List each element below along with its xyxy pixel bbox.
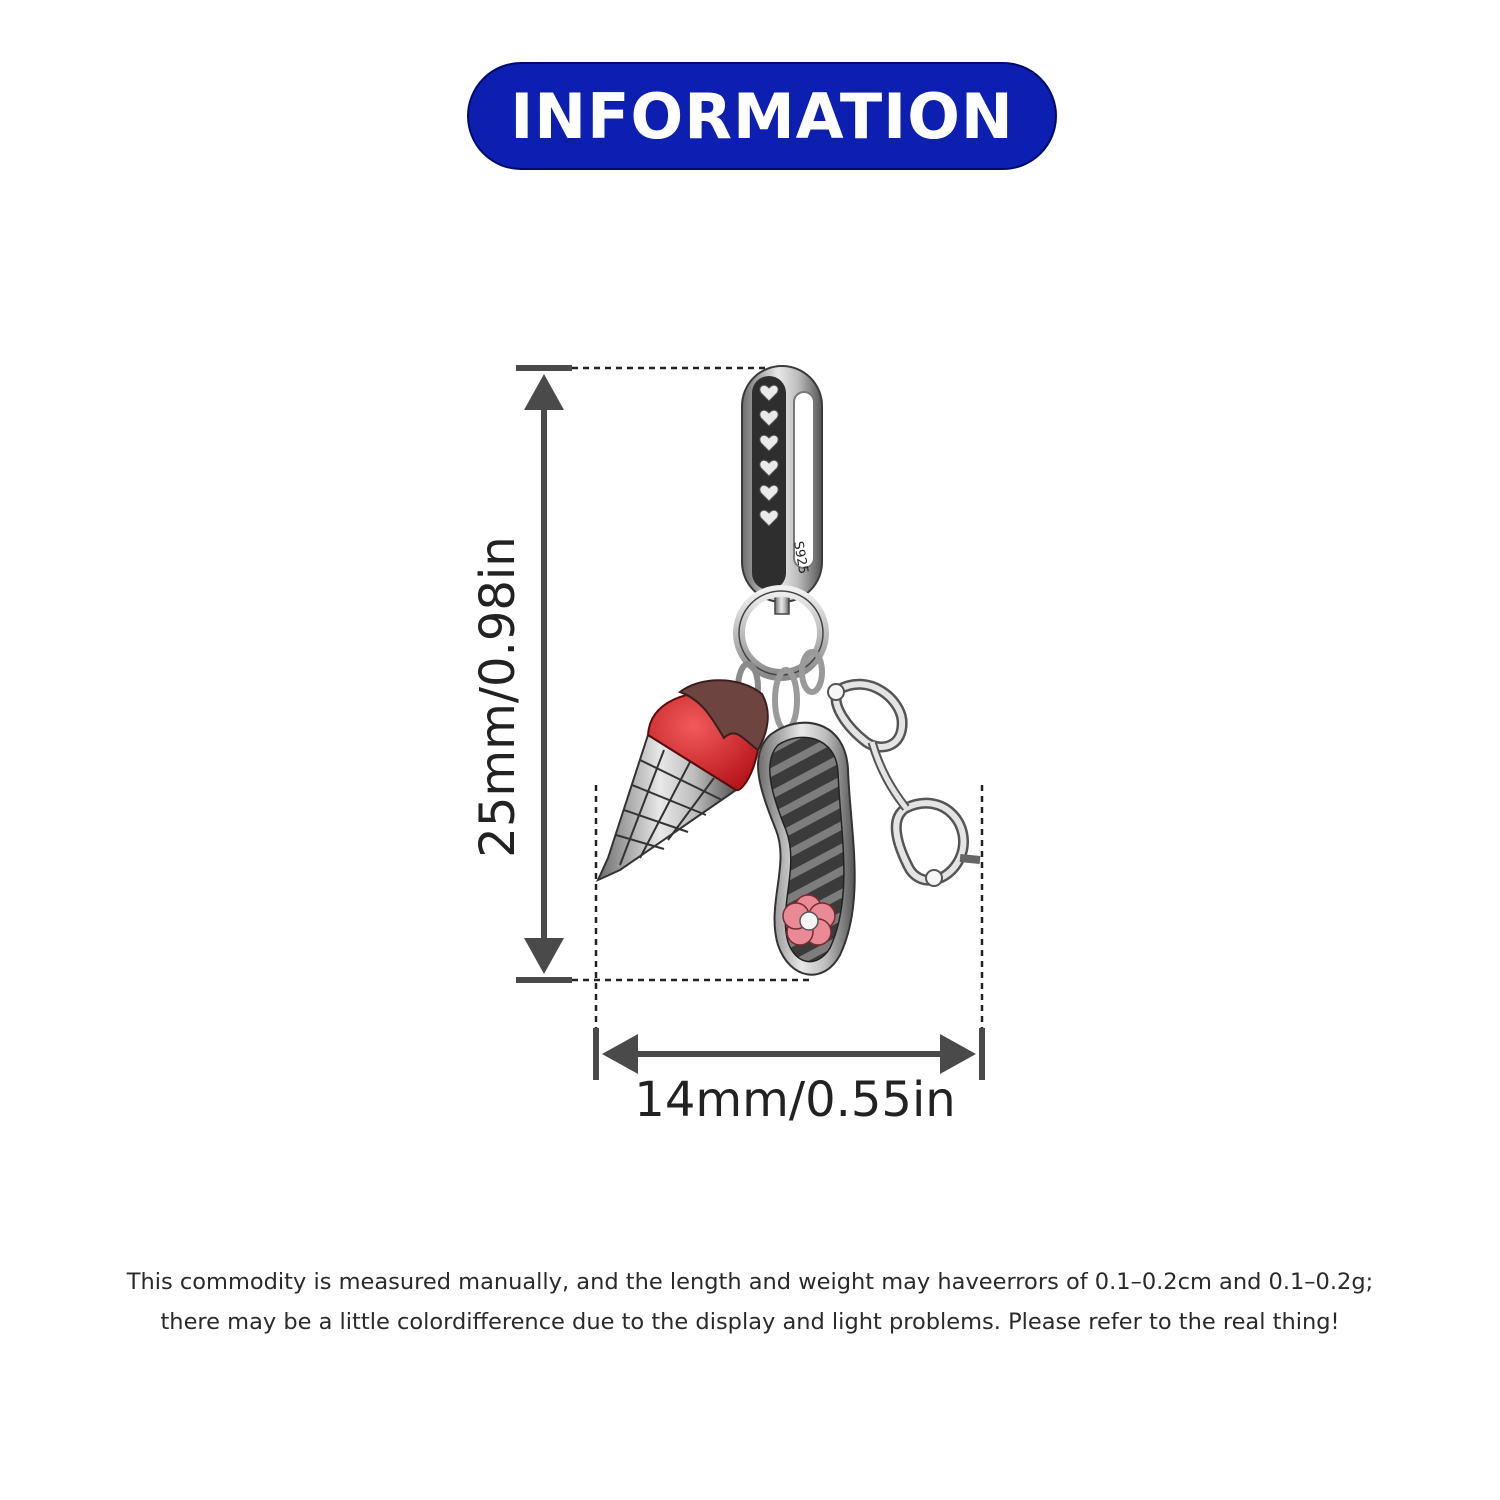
disclaimer-line-1: This commodity is measured manually, and… — [126, 1269, 1374, 1295]
width-arrow-head-left — [602, 1034, 638, 1074]
s925-stamp: S925 — [790, 540, 811, 575]
link-glasses — [799, 649, 825, 695]
width-arrow-head-right — [940, 1034, 976, 1074]
height-arrow-head-up — [524, 374, 564, 410]
sandal-icon — [757, 721, 856, 976]
disclaimer-line-2: there may be a little colordifference du… — [160, 1309, 1340, 1335]
width-label: 14mm/0.55in — [634, 1072, 956, 1128]
height-label-text: 25mm/0.98in — [470, 536, 526, 858]
charm-bail: S925 — [741, 365, 823, 603]
glasses-icon — [827, 678, 981, 887]
width-dimension — [593, 785, 985, 1080]
heart-icon-row — [759, 384, 779, 527]
height-dimension — [516, 365, 810, 983]
ice-cream-cone-icon — [595, 679, 769, 883]
flower-icon — [782, 894, 836, 946]
information-banner: INFORMATION — [467, 62, 1057, 170]
disclaimer: This commodity is measured manually, and… — [0, 1262, 1500, 1342]
height-arrow-head-down — [524, 938, 564, 974]
banner-title: INFORMATION — [510, 79, 1014, 153]
